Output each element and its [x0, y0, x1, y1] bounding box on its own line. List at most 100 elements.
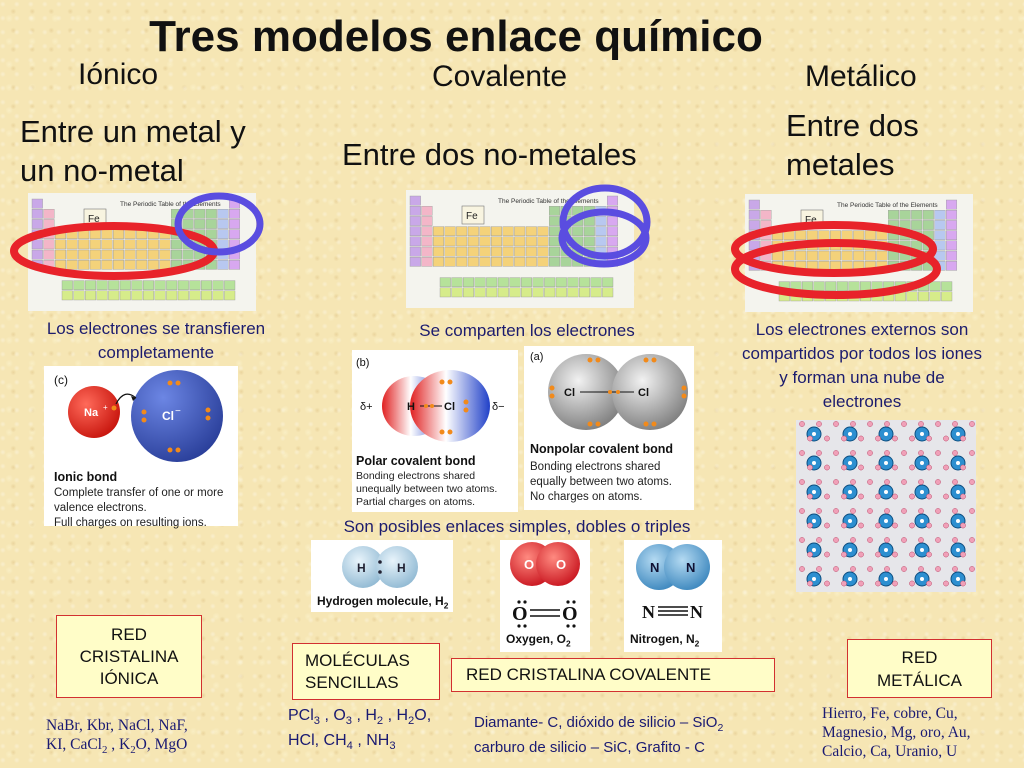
nonpolar-molecule	[612, 354, 688, 430]
free-electron	[833, 508, 839, 514]
free-electron	[799, 450, 805, 456]
periodic-table-symbol: Fe	[805, 215, 817, 226]
free-electron	[850, 537, 856, 543]
nitrogen-molecule-figure: N N N N Nitrogen, N2	[624, 540, 722, 652]
free-electron	[960, 435, 966, 442]
free-electron	[935, 566, 941, 572]
free-electron	[952, 450, 958, 456]
free-electron	[960, 580, 966, 587]
free-electron	[807, 493, 813, 500]
free-electron	[824, 522, 830, 529]
covalent-network-label: RED CRISTALINA COVALENTE	[451, 658, 775, 692]
nonpolar-fig-caption: Bonding electrons shared equally between…	[530, 461, 672, 503]
free-electron	[892, 464, 898, 471]
free-electron	[952, 566, 958, 572]
free-electron	[943, 522, 949, 529]
free-electron	[892, 580, 898, 587]
free-electron	[867, 566, 873, 572]
free-electron	[884, 421, 890, 427]
ring-covalent-2	[558, 208, 650, 268]
free-electron	[850, 450, 856, 456]
svg-text:+: +	[103, 403, 108, 412]
free-electron	[824, 551, 830, 558]
ionic-examples: NaBr, Kbr, NaCl, NaF, KI, CaCl2 , K2O, M…	[46, 717, 188, 757]
free-electron	[952, 537, 958, 543]
free-electron	[909, 580, 915, 587]
free-electron	[884, 479, 890, 485]
heading-metallic: Metálico	[805, 60, 917, 93]
svg-text:N: N	[650, 560, 659, 575]
free-electron	[909, 493, 915, 500]
chloride-ion	[131, 370, 223, 462]
slide-title: Tres modelos enlace químico	[149, 12, 763, 61]
free-electron	[943, 580, 949, 587]
free-electron	[841, 580, 847, 587]
free-electron	[935, 421, 941, 427]
free-electron	[824, 435, 830, 442]
free-electron	[969, 450, 975, 456]
highlight-rings	[10, 184, 941, 299]
free-electron	[935, 537, 941, 543]
free-electron	[884, 566, 890, 572]
svg-text:H: H	[357, 561, 366, 575]
free-electron	[918, 508, 924, 514]
free-electron	[807, 522, 813, 529]
free-electron	[952, 479, 958, 485]
free-electron	[901, 421, 907, 427]
svg-text:O: O	[512, 603, 528, 625]
free-electron	[799, 537, 805, 543]
free-electron	[875, 493, 881, 500]
free-electron	[841, 551, 847, 558]
free-electron	[858, 551, 864, 558]
free-electron	[816, 508, 822, 514]
ring-ionic-nonmetals	[174, 192, 264, 256]
free-electron	[799, 479, 805, 485]
free-electron	[867, 450, 873, 456]
free-electron	[918, 566, 924, 572]
free-electron	[935, 450, 941, 456]
free-electron	[850, 479, 856, 485]
free-electron	[918, 537, 924, 543]
metallic-examples: Hierro, Fe, cobre, Cu, Magnesio, Mg, oro…	[822, 705, 971, 760]
free-electron	[969, 537, 975, 543]
free-electron	[952, 508, 958, 514]
svg-text:Cl: Cl	[162, 409, 174, 423]
free-electron	[969, 479, 975, 485]
free-electron	[901, 508, 907, 514]
free-electron	[926, 493, 932, 500]
svg-text:Na: Na	[84, 407, 99, 419]
free-electron	[943, 435, 949, 442]
free-electron	[892, 551, 898, 558]
free-electron	[960, 493, 966, 500]
free-electron	[858, 464, 864, 471]
free-electron	[875, 580, 881, 587]
free-electron	[943, 464, 949, 471]
free-electron	[841, 493, 847, 500]
free-electron	[901, 479, 907, 485]
free-electron	[901, 537, 907, 543]
free-electron	[892, 493, 898, 500]
sodium-ion	[68, 386, 120, 438]
free-electron	[909, 464, 915, 471]
free-electron	[926, 580, 932, 587]
covalent-description: Se comparten los electrones	[419, 321, 635, 340]
free-electron	[816, 450, 822, 456]
svg-text:(a): (a)	[530, 351, 543, 363]
svg-text:Cl: Cl	[444, 401, 455, 413]
periodic-table-title: The Periodic Table of the Elements	[120, 201, 221, 208]
hydrogen-caption: Hydrogen molecule, H2	[317, 594, 449, 611]
free-electron	[909, 522, 915, 529]
covalent-between: Entre dos no-metales	[342, 137, 637, 172]
free-electron	[858, 493, 864, 500]
ionic-fig-label: (c)	[54, 373, 68, 387]
svg-text:N: N	[690, 602, 703, 622]
free-electron	[867, 479, 873, 485]
free-electron	[875, 551, 881, 558]
free-electron	[926, 435, 932, 442]
free-electron	[824, 580, 830, 587]
molecules-label: MOLÉCULAS SENCILLAS	[292, 643, 440, 700]
ionic-bond-figure: (c) Na + Cl − Ionic bond Complete transf…	[44, 366, 238, 529]
free-electron	[867, 537, 873, 543]
free-electron	[926, 522, 932, 529]
